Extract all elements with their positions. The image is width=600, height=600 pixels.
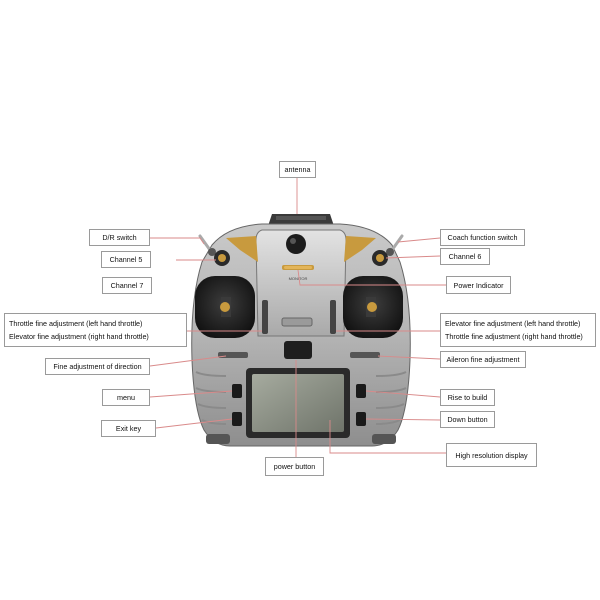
exit-button[interactable] <box>232 412 242 426</box>
rise-button[interactable] <box>356 384 366 398</box>
label-channel6: Channel 6 <box>440 248 490 265</box>
label-fine-direction: Fine adjustment of direction <box>45 358 150 375</box>
label-rise-to-build: Rise to build <box>440 389 495 406</box>
left-vertical-trim[interactable] <box>262 300 268 334</box>
gold-trim-left <box>226 236 258 262</box>
label-exit-key: Exit key <box>101 420 156 437</box>
menu-button[interactable] <box>232 384 242 398</box>
label-channel7: Channel 7 <box>102 277 152 294</box>
label-elevator-right: Elevator fine adjustment (right hand thr… <box>9 332 149 341</box>
center-panel <box>255 229 347 337</box>
label-hi-res-display: High resolution display <box>446 443 537 467</box>
right-gimbal[interactable] <box>343 276 403 338</box>
aileron-trim[interactable] <box>350 352 380 358</box>
label-aileron: Aileron fine adjustment <box>440 351 526 368</box>
label-throttle-left: Throttle fine adjustment (left hand thro… <box>9 319 143 328</box>
down-button-key[interactable] <box>356 412 366 426</box>
left-gimbal[interactable] <box>195 276 255 338</box>
label-coach-switch: Coach function switch <box>440 229 525 246</box>
power-indicator-light <box>282 265 314 270</box>
label-power-button: power button <box>265 457 324 476</box>
coach-function-switch[interactable] <box>386 234 404 256</box>
center-knob[interactable] <box>286 234 306 254</box>
channel5-knob[interactable] <box>214 250 230 266</box>
high-resolution-display <box>252 374 344 432</box>
channel6-knob[interactable] <box>372 250 388 266</box>
label-elevator-left: Elevator fine adjustment (left hand thro… <box>445 319 581 328</box>
label-elevator-throttle-right: Elevator fine adjustment (left hand thro… <box>440 313 596 347</box>
label-down-button: Down button <box>440 411 495 428</box>
center-trim-cluster[interactable] <box>281 317 313 359</box>
monitor-text: MONITOR <box>289 276 308 281</box>
label-dr-switch: D/R switch <box>89 229 150 246</box>
label-throttle-right: Throttle fine adjustment (right hand thr… <box>445 332 583 341</box>
direction-trim[interactable] <box>218 352 248 358</box>
label-channel5: Channel 5 <box>101 251 151 268</box>
label-menu: menu <box>102 389 150 406</box>
right-vertical-trim[interactable] <box>330 300 336 334</box>
label-antenna: antenna <box>279 161 316 178</box>
label-power-indicator: Power Indicator <box>446 276 511 294</box>
dr-switch[interactable] <box>198 234 216 256</box>
gold-trim-right <box>344 236 376 262</box>
label-throttle-elevator-left: Throttle fine adjustment (left hand thro… <box>4 313 187 347</box>
leader-lines <box>149 178 446 460</box>
antenna-body <box>268 214 334 226</box>
